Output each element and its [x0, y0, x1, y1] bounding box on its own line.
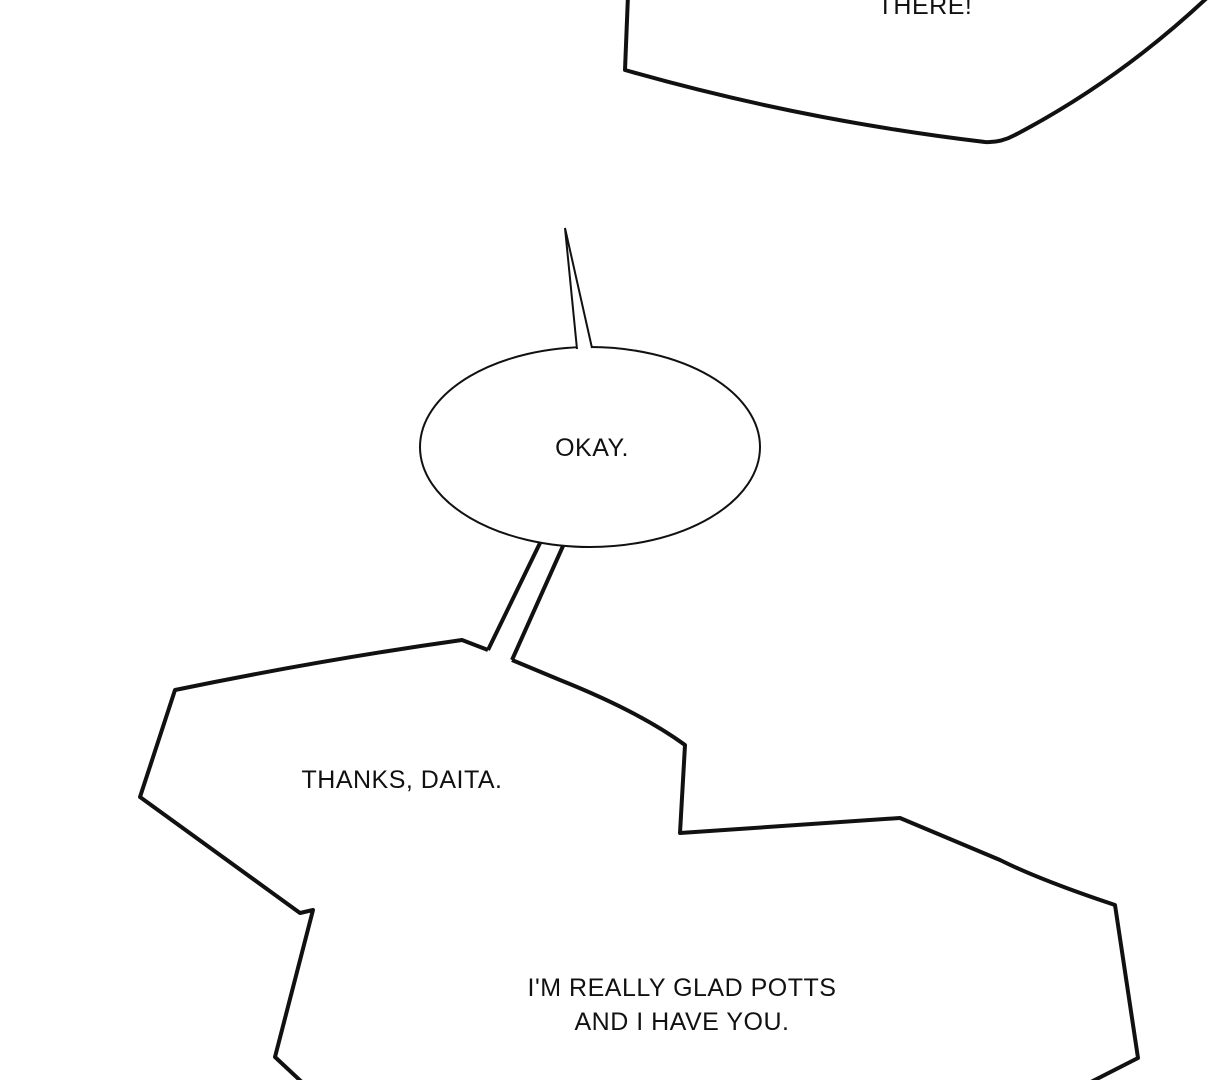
top-bubble-text: THERE! [877, 0, 973, 20]
bottom-speech-bubble [138, 638, 1140, 1080]
bottom-bubble-line-2: AND I HAVE YOU. [574, 1008, 790, 1036]
oval-bubble-tail [564, 227, 593, 350]
top-speech-bubble [623, 0, 1208, 145]
connector-line-left [486, 542, 542, 651]
connector-fill [488, 540, 563, 660]
left-bubble-text: THANKS, DAITA. [301, 766, 503, 794]
oval-bubble-text: OKAY. [555, 434, 629, 462]
bottom-bubble-line-1: I'M REALLY GLAD POTTS [527, 974, 837, 1002]
connector-line-right [510, 545, 565, 661]
bottom-bubble-text: I'M REALLY GLAD POTTS AND I HAVE YOU. [528, 971, 837, 1039]
